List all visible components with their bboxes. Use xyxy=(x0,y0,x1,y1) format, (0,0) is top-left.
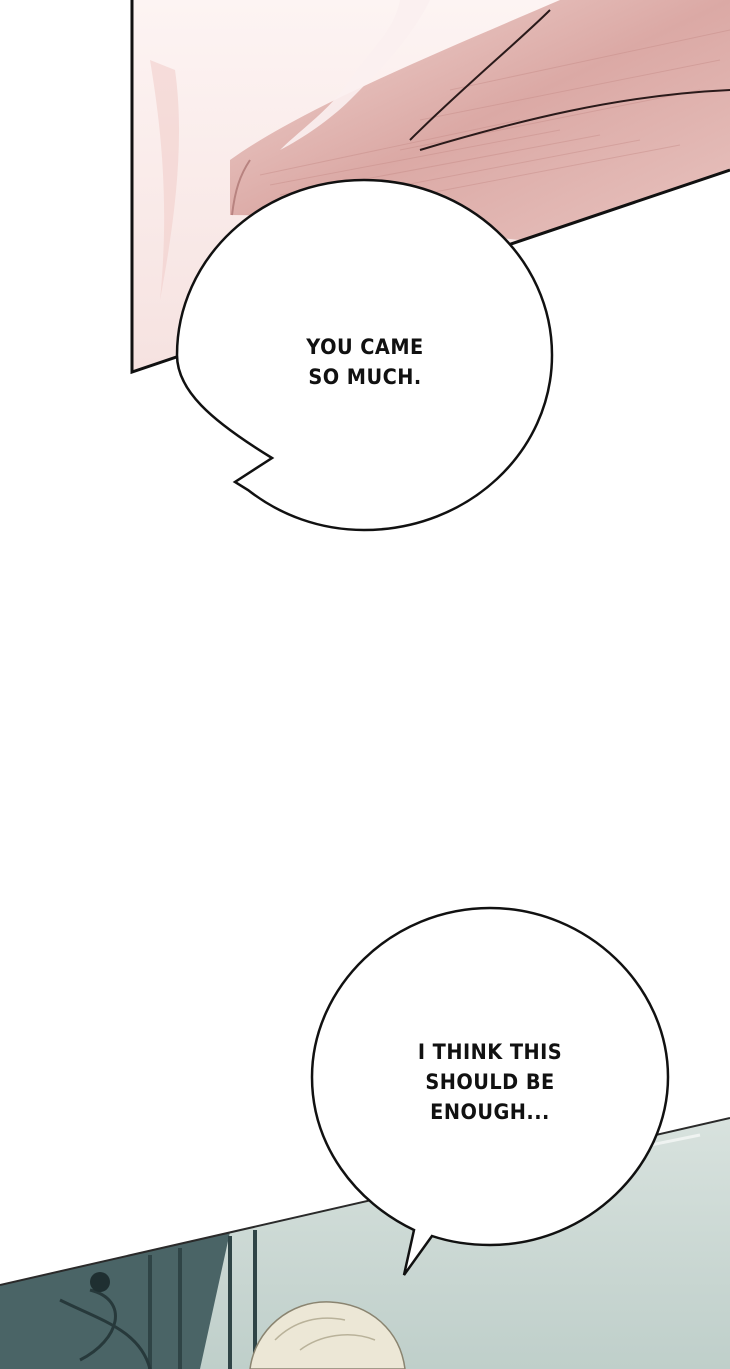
bubble-2-line-3: ENOUGH... xyxy=(430,1100,550,1124)
speech-bubble-1 xyxy=(175,178,554,532)
bubble-1-line-2: SO MUCH. xyxy=(308,365,422,389)
bubble-1-line-1: YOU CAME xyxy=(306,335,424,359)
speech-bubble-1-text: YOU CAME SO MUCH. xyxy=(273,332,457,392)
speech-bubble-2 xyxy=(310,906,670,1276)
bubble-2-line-1: I THINK THIS xyxy=(417,1040,563,1064)
bubble-2-line-2: SHOULD BE xyxy=(425,1070,555,1094)
speech-bubble-2-text: I THINK THIS SHOULD BE ENOUGH... xyxy=(398,1037,582,1127)
